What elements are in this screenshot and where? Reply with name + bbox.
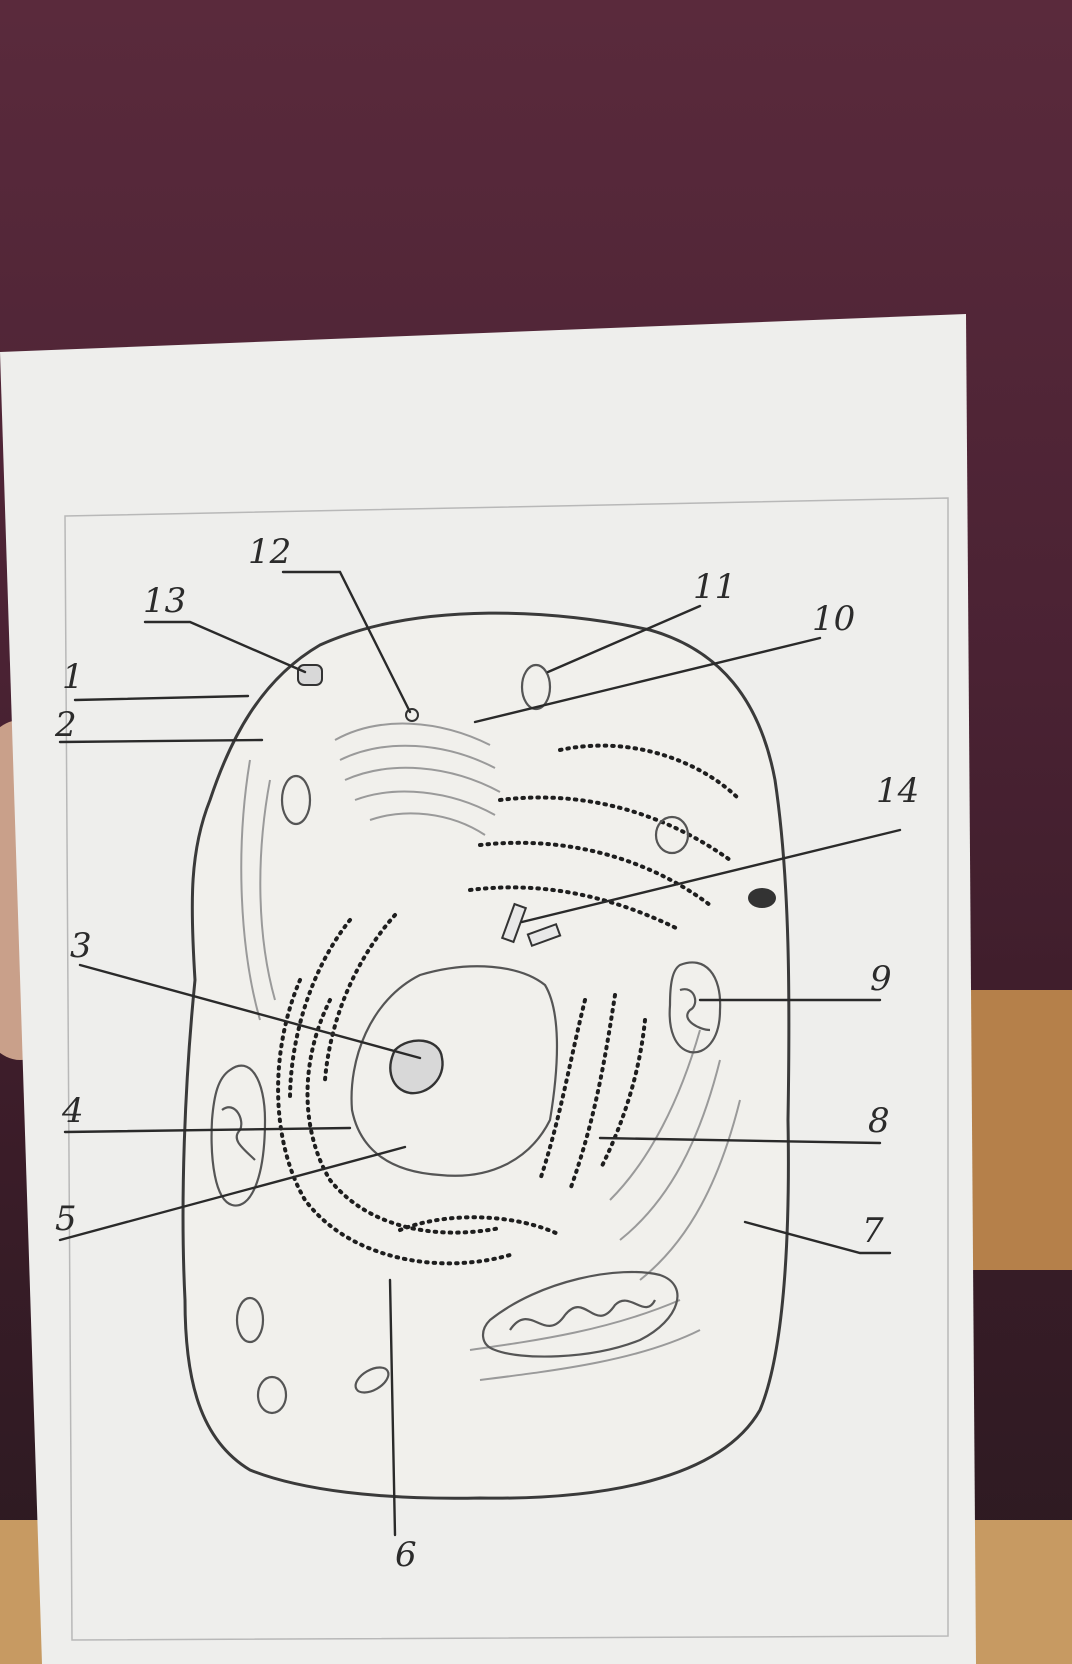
label-5: 5 [55,1199,77,1239]
label-1: 1 [62,657,84,697]
label-7: 7 [862,1211,884,1251]
label-10: 10 [812,599,855,639]
label-2: 2 [54,705,77,745]
label-4: 4 [61,1091,84,1131]
label-14: 14 [876,771,919,811]
label-8: 8 [868,1101,890,1141]
chair-back [960,990,1072,1270]
label-3: 3 [70,926,92,966]
cell-drawing [183,613,789,1498]
membrane-blob [748,888,776,908]
label-11: 11 [693,567,736,607]
pinocytic-vesicle-13 [298,665,322,685]
label-12: 12 [248,532,291,572]
label-9: 9 [870,959,892,999]
cell-membrane [183,613,789,1498]
label-6: 6 [395,1535,417,1575]
label-13: 13 [143,581,186,621]
